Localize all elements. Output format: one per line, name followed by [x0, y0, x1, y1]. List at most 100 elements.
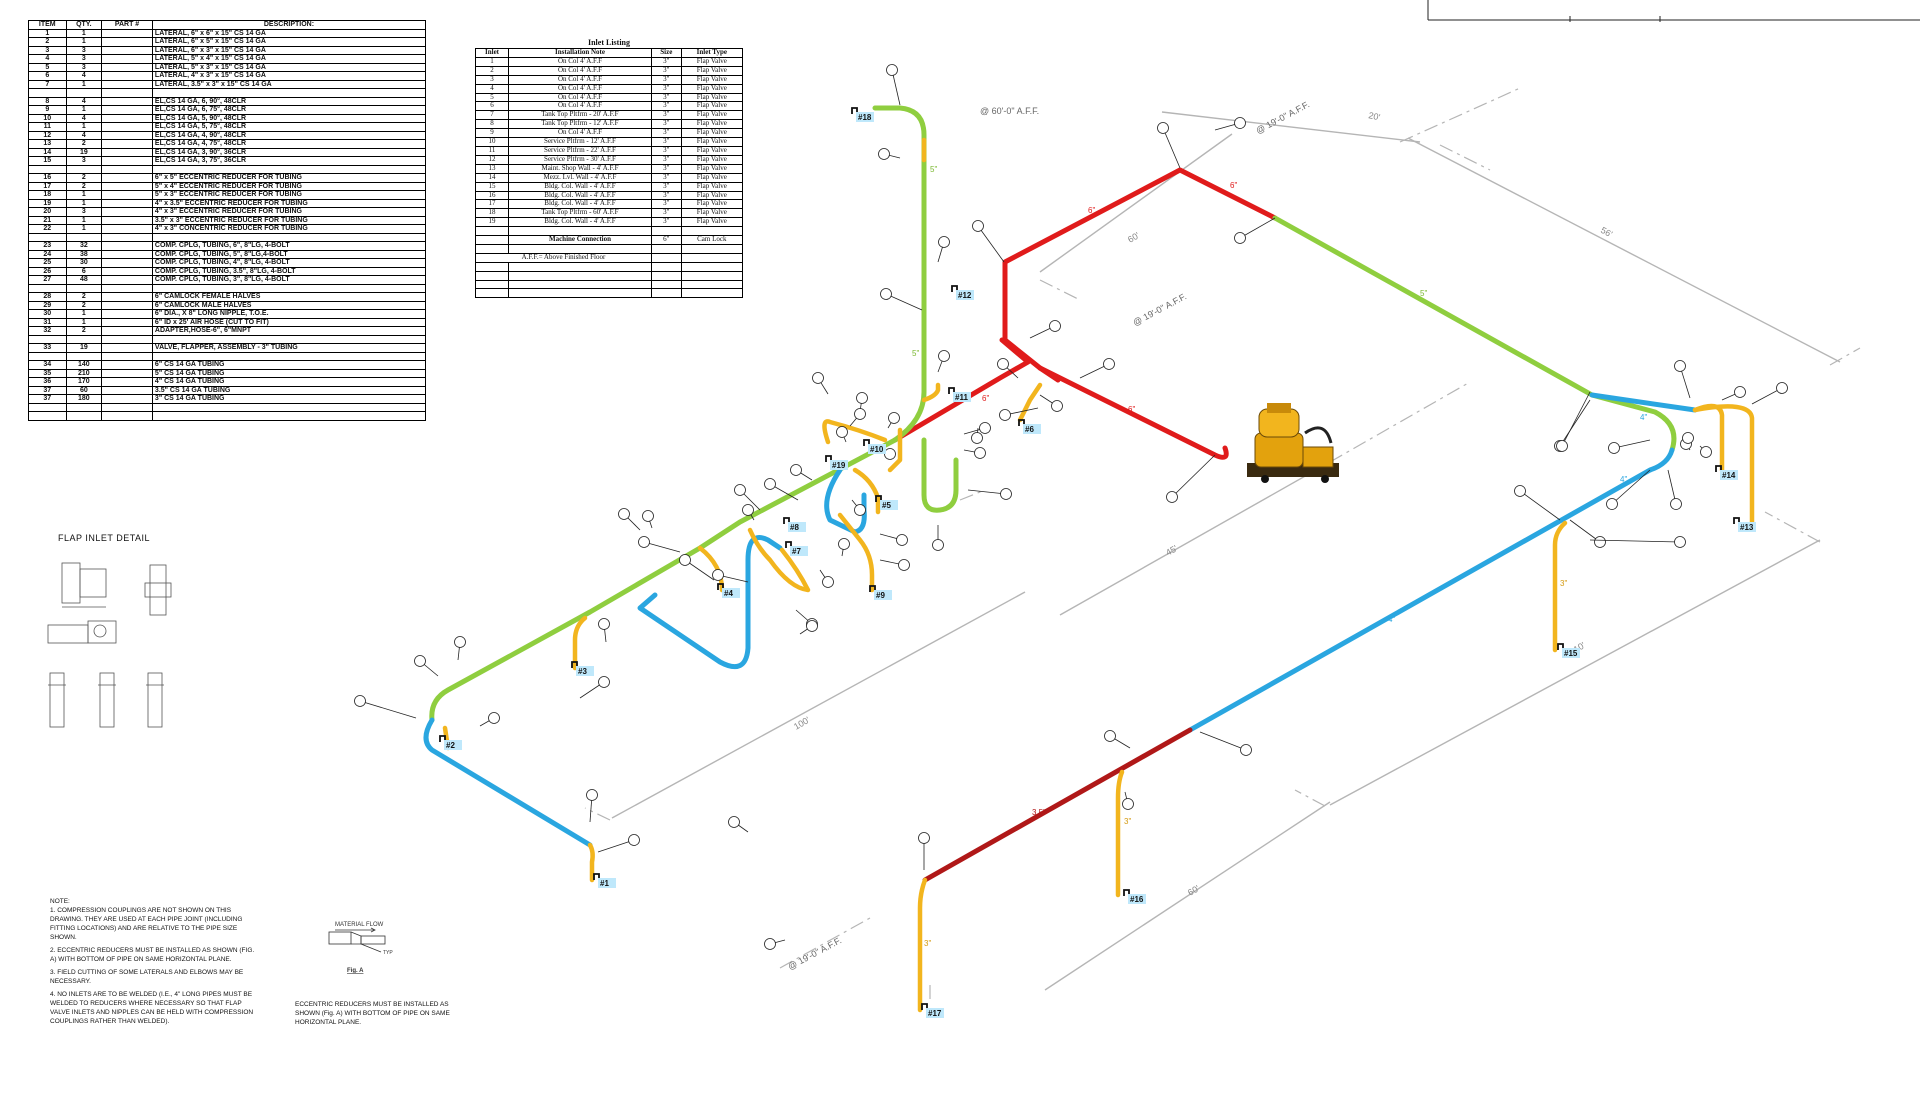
inlet-cell: 12: [474, 154, 510, 165]
elevation-label: @ 19'-0" A.F.F.: [1254, 99, 1311, 136]
item-callout: [879, 559, 910, 571]
title-block-edge: [1427, 0, 1920, 22]
pipe-4in-left-run: [423, 717, 593, 848]
item-callout: [997, 358, 1019, 379]
pipe-size-label: 6": [1088, 206, 1095, 215]
item-callout: [1699, 445, 1712, 458]
item-callout: [618, 508, 641, 531]
drop-inlet-4: [697, 545, 725, 593]
inlet-footnote-row: A.F.F.= Above Finished Floor: [475, 252, 744, 263]
inlet-tag-label: #4: [724, 589, 733, 598]
inlet-cell: 19: [474, 217, 510, 228]
item-callout: [972, 220, 1005, 263]
item-callout: [799, 620, 818, 635]
item-callout: [878, 148, 901, 160]
item-callout: [728, 816, 749, 833]
inlet-tag-label: #2: [446, 741, 455, 750]
inlet-tag-label: #8: [790, 523, 799, 532]
note-item: 1. COMPRESSION COUPLINGS ARE NOT SHOWN O…: [50, 907, 243, 941]
item-callout: [764, 478, 799, 501]
inlet-tag-label: #18: [858, 113, 872, 122]
drop-inlet-1: [587, 842, 595, 883]
note-item: 4. NO INLETS ARE TO BE WELDED (I.E., 4" …: [50, 991, 254, 1025]
item-callout: [734, 484, 761, 511]
item-callout: [742, 504, 755, 521]
inlet-cell: Maint. Shop Wall - 4' A.F.F: [508, 163, 652, 174]
pipe-size-label: 4": [1388, 615, 1395, 624]
fig-a-caption: Fig. A: [347, 968, 364, 974]
item-callout: [963, 422, 991, 435]
dimension-line: [1059, 461, 1331, 616]
dimension-label: 60': [1126, 230, 1141, 245]
inlet-cell: Service Pltfrm - 30' A.F.F: [508, 154, 652, 165]
inlet-header-cell: Inlet Type: [680, 48, 744, 58]
drop-inlet-7: [747, 527, 811, 593]
item-callout: [638, 536, 681, 553]
general-notes: NOTE: 1. COMPRESSION COUPLINGS ARE NOT S…: [50, 897, 260, 1026]
inlet-cell: Machine Connection: [508, 235, 652, 245]
item-callout: [1214, 117, 1246, 131]
inlet-tag: #17: [921, 1003, 944, 1018]
inlet-cell: Mezz. Lvl. Wall - 4' A.F.F: [508, 172, 652, 183]
inlet-cell: 13: [474, 163, 510, 174]
item-callout: [679, 554, 715, 581]
inlet-cell: 18: [474, 208, 510, 219]
inlet-cell: Flap Valve: [680, 181, 744, 192]
inlet-cell: Service Pltfrm - 12' A.F.F: [508, 137, 652, 147]
item-callout: [1606, 469, 1651, 510]
pipe-size-label: 3": [1124, 817, 1131, 826]
item-callout: [880, 288, 923, 311]
fig-a-eccentric-reducer: MATERIAL FLOW TYP Fig. A: [328, 922, 393, 974]
item-callout: [918, 832, 930, 870]
pipe-size-label: 5": [1420, 289, 1427, 298]
inlet-tag-label: #7: [792, 547, 801, 556]
item-callout: [932, 525, 944, 551]
inlet-header-cell: Installation Note: [508, 48, 652, 58]
inlet-cell: Bldg. Col. Wall - 4' A.F.F: [508, 199, 652, 210]
item-callout: [812, 372, 829, 395]
inlet-tag-label: #11: [955, 393, 968, 402]
pipe-5in-riser: [872, 105, 927, 443]
inlet-cell: Flap Valve: [680, 163, 744, 174]
inlet-blank-row: [474, 288, 744, 299]
inlet-tag-label: #14: [1722, 471, 1736, 480]
item-callout: [819, 569, 834, 588]
item-callout: [1104, 730, 1131, 749]
item-callout: [1556, 391, 1591, 452]
inlet-listing-title: Inlet Listing: [587, 38, 630, 47]
inlet-tag-label: #6: [1025, 425, 1034, 434]
inlet-cell: Cam Lock: [680, 235, 744, 245]
inlet-cell: Tank Top Pltfrm - 60' A.F.F: [508, 208, 652, 219]
notes-heading: NOTE:: [50, 898, 70, 905]
inlet-tag-label: #13: [1740, 523, 1754, 532]
inlet-tag: #7: [785, 541, 808, 556]
inlet-cell: Service Pltfrm - 22' A.F.F: [508, 145, 652, 156]
item-callout: [764, 938, 786, 950]
inlet-cell: Flap Valve: [680, 145, 744, 156]
inlet-cell: Flap Valve: [680, 199, 744, 210]
item-callout: [849, 408, 866, 427]
item-callout: [937, 350, 950, 373]
inlet-tag: #13: [1733, 517, 1756, 532]
item-callout: [1079, 358, 1115, 379]
inlet-cell: 14: [474, 172, 510, 183]
flap-inlet-detail-title: FLAP INLET DETAIL: [58, 533, 151, 543]
item-callout: [598, 618, 610, 643]
item-callout: [967, 488, 1012, 500]
dimension-line: [611, 591, 1026, 819]
item-callout: [887, 412, 900, 429]
inlet-cell: Bldg. Col. Wall - 4' A.F.F: [508, 190, 652, 201]
